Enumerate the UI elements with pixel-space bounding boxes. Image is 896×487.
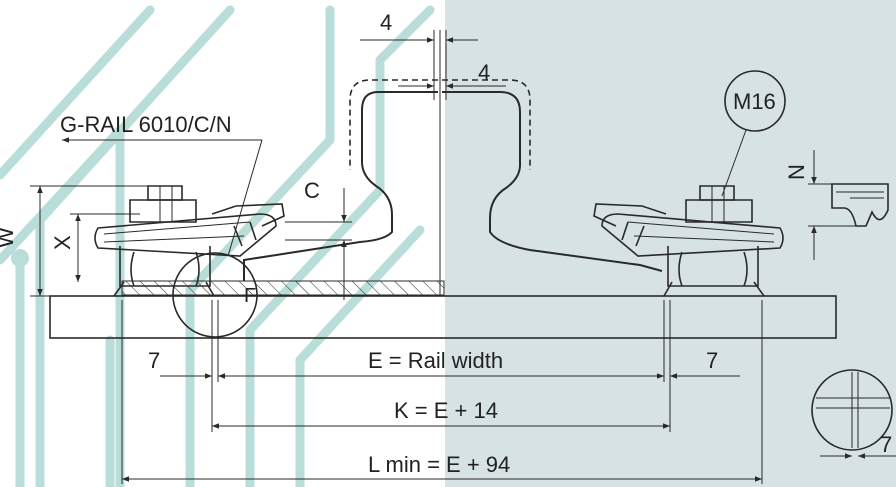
bolt-callout-circle (724, 70, 786, 132)
height-w-dimension (30, 185, 150, 297)
height-x-label: X (50, 235, 75, 250)
rail-pad (121, 280, 445, 296)
height-c-dimension (285, 188, 352, 300)
base-plate (49, 295, 837, 339)
left-clamp-assembly (94, 185, 285, 297)
inner-gap-label: 4 (478, 60, 490, 85)
product-label: G-RAIL 6010/C/N (60, 112, 232, 137)
detail-circle-f (172, 252, 258, 338)
height-c-label: C (304, 178, 320, 203)
rail-width-label: E = Rail width (368, 348, 503, 373)
detail-offset-view (811, 369, 896, 459)
height-w-label: W (0, 227, 18, 248)
left-offset-label: 7 (148, 348, 160, 373)
detail-n-view (808, 150, 889, 260)
k-width-label: K = E + 14 (394, 398, 498, 423)
extension-lines (121, 300, 763, 484)
detail-offset-label: 7 (880, 432, 892, 457)
bolt-size-label: M16 (733, 89, 776, 114)
detail-f-label: F (244, 285, 256, 307)
top-gap-label: 4 (380, 10, 392, 35)
rail-worn-profile-right (442, 79, 531, 170)
l-min-label: L min = E + 94 (368, 452, 510, 477)
height-n-label: N (784, 164, 809, 180)
rail-profile-left (243, 91, 438, 281)
rail-worn-profile-left (349, 79, 438, 170)
right-clamp-assembly (593, 185, 784, 297)
product-leader (62, 137, 263, 257)
right-offset-label: 7 (706, 348, 718, 373)
height-x-dimension (70, 213, 140, 282)
bolt-leader (721, 129, 747, 197)
rail-profile-right (442, 91, 663, 272)
